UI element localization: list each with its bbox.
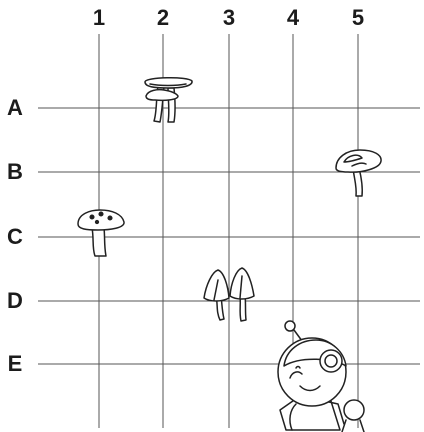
robot-icon: [278, 321, 364, 432]
flat-cap-mushroom-icon: [336, 150, 381, 196]
mushroom-cluster-icon: [145, 78, 192, 122]
spotted-mushroom-icon: [78, 210, 124, 256]
